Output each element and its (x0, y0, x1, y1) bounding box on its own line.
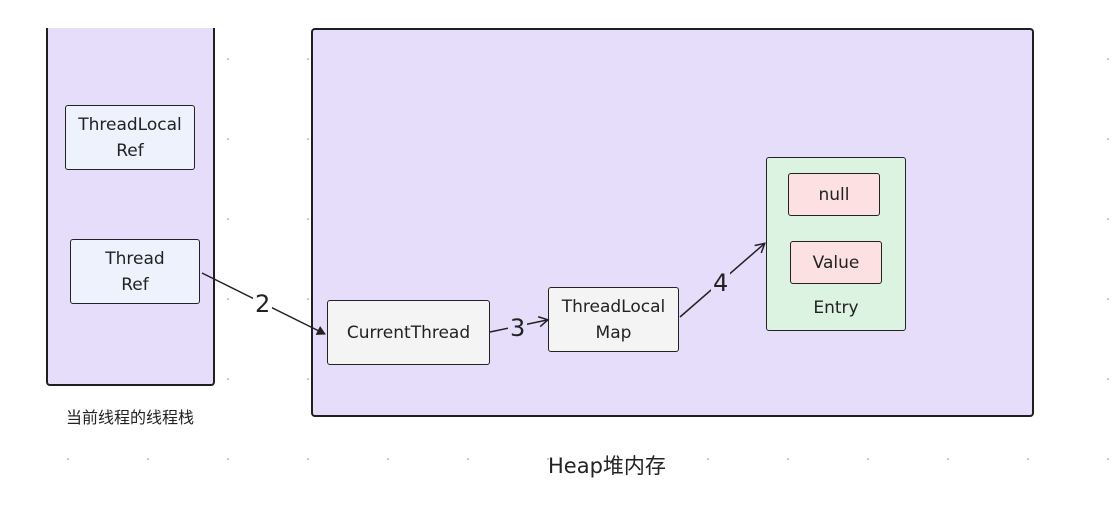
grid-dot (227, 218, 229, 220)
entry-key-label: null (818, 184, 850, 205)
grid-dot (67, 458, 69, 460)
grid-dot (387, 458, 389, 460)
grid-dot (867, 458, 869, 460)
grid-dot (307, 138, 309, 140)
grid-dot (947, 458, 949, 460)
threadlocal-ref-label: ThreadLocal Ref (78, 114, 182, 161)
thread-stack-caption: 当前线程的线程栈 (66, 408, 195, 427)
entry-key-box[interactable]: null (788, 173, 880, 216)
edge-label-4: 4 (711, 269, 731, 297)
grid-dot (1107, 58, 1109, 60)
heap-caption: Heap堆内存 (548, 454, 666, 478)
grid-dot (787, 458, 789, 460)
threadlocal-map-box[interactable]: ThreadLocal Map (548, 287, 679, 352)
current-thread-label: CurrentThread (346, 322, 471, 343)
grid-dot (547, 458, 549, 460)
grid-dot (227, 58, 229, 60)
grid-dot (307, 298, 309, 300)
thread-stack-container (46, 28, 215, 386)
edge-label-2: 2 (253, 290, 273, 318)
grid-dot (227, 458, 229, 460)
entry-value-label: Value (812, 252, 860, 273)
grid-dot (307, 378, 309, 380)
grid-dot (627, 458, 629, 460)
grid-dot (227, 298, 229, 300)
thread-ref-label: Thread Ref (105, 248, 165, 295)
grid-dot (147, 458, 149, 460)
grid-dot (1027, 458, 1029, 460)
threadlocal-ref-box[interactable]: ThreadLocal Ref (65, 105, 195, 170)
grid-dot (227, 138, 229, 140)
current-thread-box[interactable]: CurrentThread (327, 300, 490, 365)
grid-dot (467, 458, 469, 460)
edge-label-3: 3 (508, 314, 528, 342)
thread-ref-box[interactable]: Thread Ref (70, 239, 200, 304)
grid-dot (227, 378, 229, 380)
entry-box[interactable]: null Value Entry (766, 157, 906, 331)
grid-dot (707, 458, 709, 460)
entry-value-box[interactable]: Value (790, 241, 882, 284)
grid-dot (1107, 298, 1109, 300)
grid-dot (307, 218, 309, 220)
entry-label: Entry (813, 298, 859, 318)
threadlocal-map-label: ThreadLocal Map (561, 296, 666, 343)
grid-dot (1107, 458, 1109, 460)
grid-dot (1107, 138, 1109, 140)
grid-dot (1107, 378, 1109, 380)
grid-dot (307, 458, 309, 460)
grid-dot (307, 58, 309, 60)
grid-dot (1107, 218, 1109, 220)
